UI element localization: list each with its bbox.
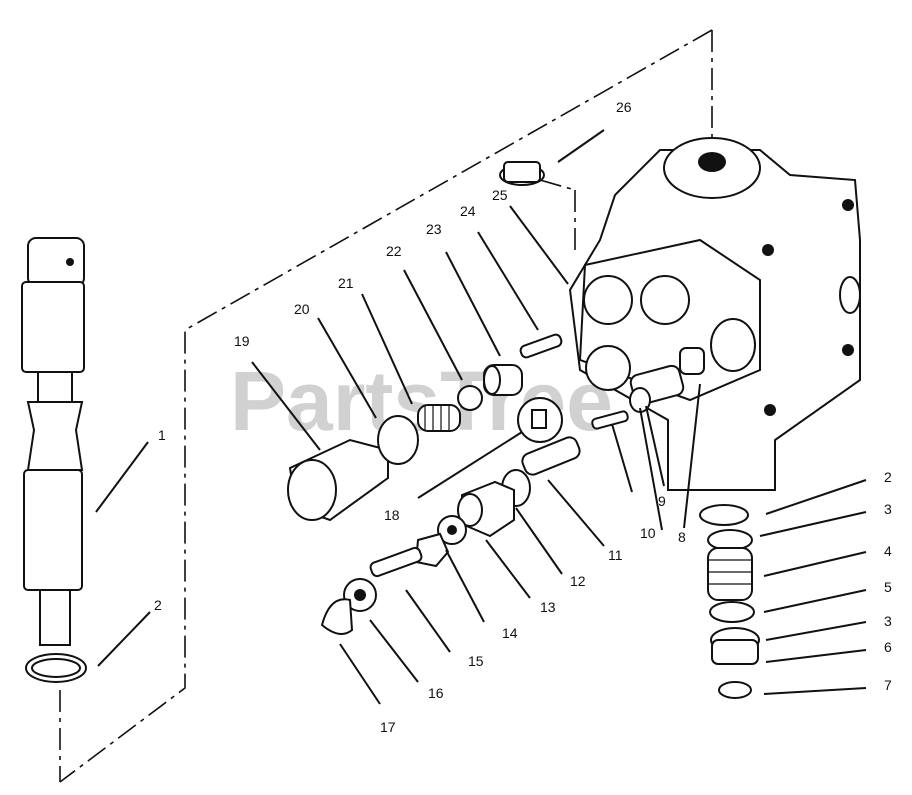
acorn-nut-17 <box>320 598 354 635</box>
callout-24: 24 <box>460 203 476 219</box>
boundary-lines <box>59 29 713 783</box>
callout-10: 10 <box>640 525 656 541</box>
screw-16 <box>343 546 423 612</box>
o-ring-20 <box>377 415 419 465</box>
callout-2: 2 <box>154 597 162 613</box>
valve-spool <box>21 237 87 683</box>
valve-body <box>568 137 861 491</box>
callout-11: 11 <box>608 547 623 563</box>
cap-19 <box>287 438 389 522</box>
callout-25: 25 <box>492 187 508 203</box>
callout-1: 1 <box>158 427 166 443</box>
callout-18: 18 <box>384 507 400 523</box>
callout-7: 7 <box>884 677 892 693</box>
callout-19: 19 <box>234 333 250 349</box>
callout-4: 4 <box>884 543 892 559</box>
callout-3: 3 <box>884 501 892 517</box>
callout-9: 9 <box>658 493 666 509</box>
poppet-23 <box>483 364 523 396</box>
callout-22: 22 <box>386 243 402 259</box>
spring-21 <box>417 404 461 432</box>
callout-2: 2 <box>884 469 892 485</box>
callout-20: 20 <box>294 301 310 317</box>
callout-labels: 1 2 2 3 3 4 5 6 7 8 9 10 11 12 13 14 15 … <box>154 99 892 735</box>
callout-17: 17 <box>380 719 396 735</box>
callout-12: 12 <box>570 573 586 589</box>
fittings-8-9-10 <box>591 347 705 430</box>
spring-11 <box>521 436 581 476</box>
plug-26 <box>499 161 545 186</box>
leader-lines <box>95 129 867 705</box>
right-stack-parts <box>699 504 760 699</box>
callout-6: 6 <box>884 639 892 655</box>
callout-5: 5 <box>884 579 892 595</box>
callout-16: 16 <box>428 685 444 701</box>
callout-21: 21 <box>338 275 354 291</box>
callout-8: 8 <box>678 529 686 545</box>
callout-23: 23 <box>426 221 442 237</box>
plug-18 <box>517 397 563 443</box>
pin-24 <box>519 333 563 359</box>
callout-14: 14 <box>502 625 518 641</box>
nut-15 <box>414 532 450 568</box>
ball-22 <box>457 385 483 411</box>
callout-15: 15 <box>468 653 484 669</box>
callout-26: 26 <box>616 99 632 115</box>
callout-13: 13 <box>540 599 556 615</box>
callout-3: 3 <box>884 613 892 629</box>
